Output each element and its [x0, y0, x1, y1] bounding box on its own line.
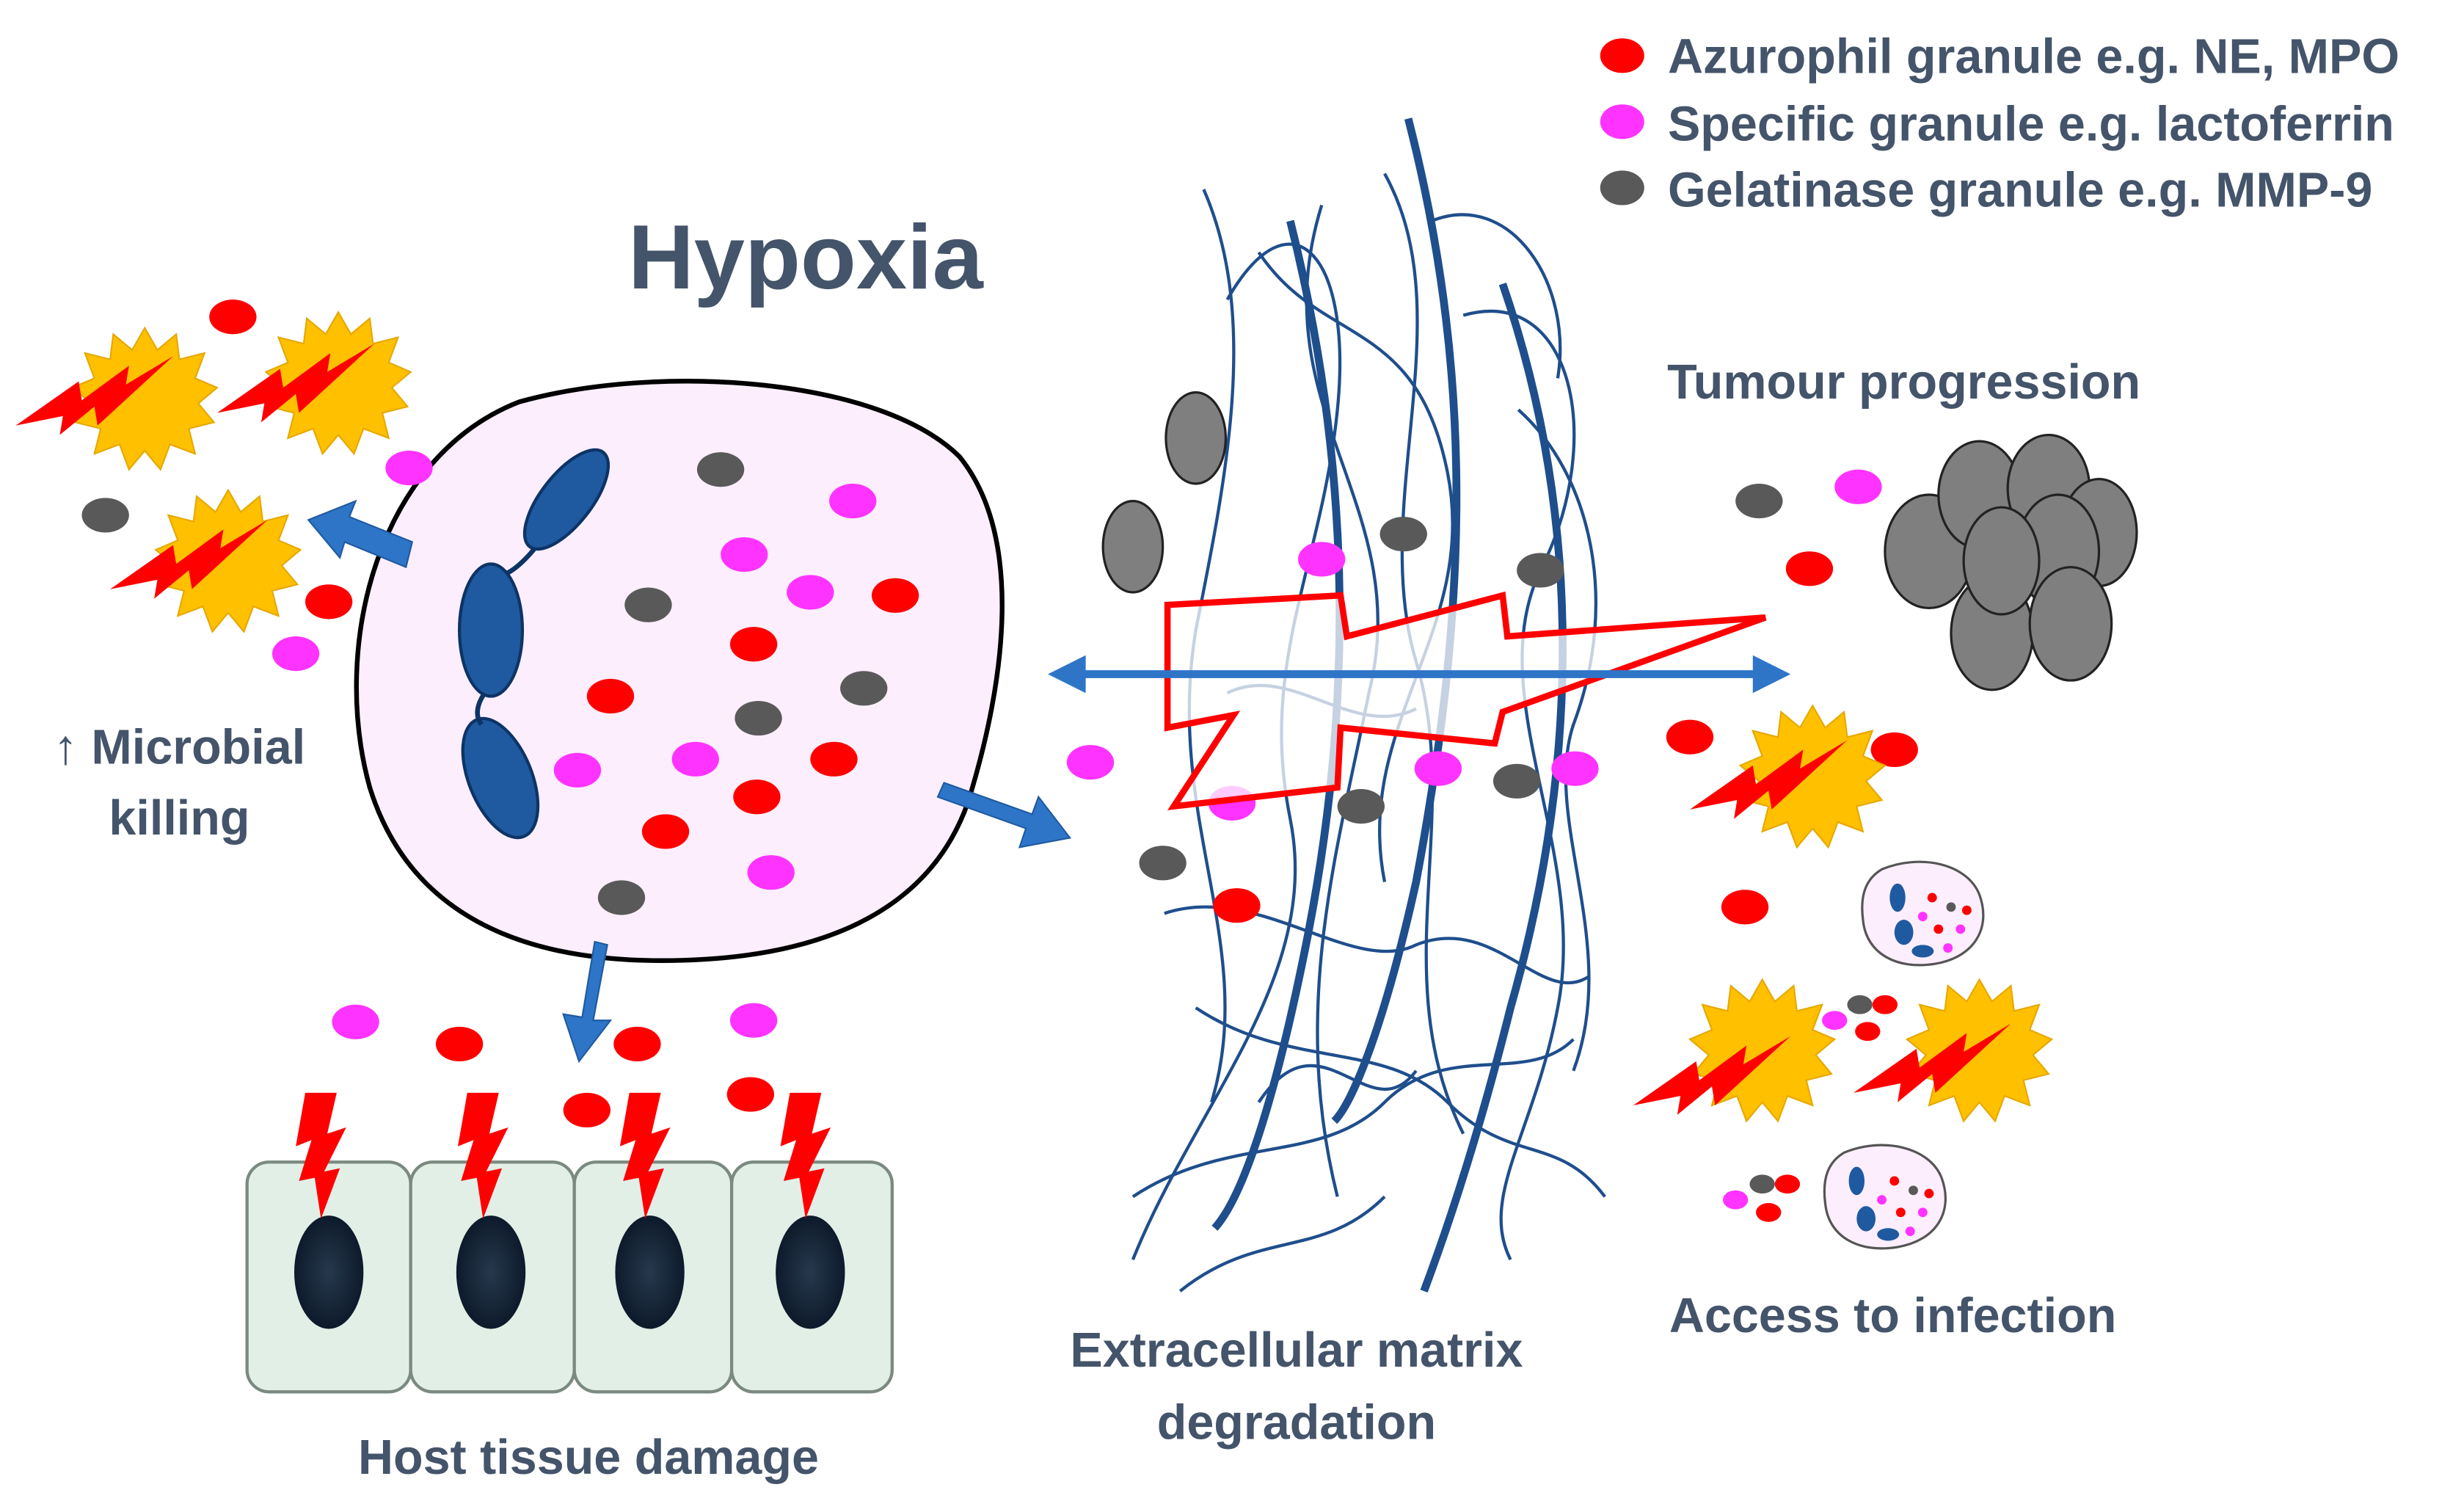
small-neutrophil-cell — [1823, 1144, 1947, 1250]
arrow-to-microbes — [307, 499, 414, 569]
arrow-to-host-tissue — [562, 940, 613, 1064]
neutrophil-cell — [354, 379, 1005, 963]
bacteria-top-left — [15, 299, 433, 672]
microbial-killing-label: ↑ Microbial — [54, 721, 305, 775]
bacterium-icon — [1739, 705, 1886, 848]
ecm-degradation-label: Extracellular matrix — [1070, 1323, 1523, 1378]
bacterium-icon — [155, 489, 302, 633]
legend-azurophil-label: Azurophil granule e.g. NE, MPO — [1668, 29, 2399, 84]
microbial-killing-label-2: killing — [109, 791, 249, 846]
legend-specific-dot — [1600, 104, 1644, 139]
tumour-progression-granules — [1735, 469, 1882, 586]
bacterium-icon — [1688, 978, 1836, 1122]
ecm-degradation-label-2: degradation — [1157, 1396, 1436, 1450]
legend-gelatinase-label: Gelatinase granule e.g. MMP-9 — [1668, 164, 2372, 218]
arrow-to-ecm — [936, 782, 1072, 848]
host-tissue-granules — [332, 1003, 778, 1128]
tumour-cell-cluster — [1884, 433, 2138, 691]
ecm-lightning-bolt-icon — [1164, 591, 1767, 810]
multilobed-nucleus — [457, 448, 610, 840]
tumour-progression-label: Tumour progression — [1667, 355, 2140, 410]
neutrophil-granules — [553, 452, 919, 915]
legend-specific-label: Specific granule e.g. lactoferrin — [1668, 98, 2394, 152]
diagram-title: Hypoxia — [628, 206, 984, 308]
legend-azurophil-dot — [1600, 38, 1644, 73]
host-tissue-damage-label: Host tissue damage — [358, 1431, 819, 1485]
bacterium-icon — [265, 311, 412, 455]
access-to-infection-label: Access to infection — [1669, 1289, 2116, 1343]
small-neutrophil-cell — [1861, 860, 1985, 967]
legend-gelatinase-dot — [1600, 170, 1644, 206]
epithelial-cell — [729, 1160, 894, 1394]
epithelial-cell — [409, 1160, 576, 1394]
double-headed-arrow — [1048, 655, 1791, 694]
output-arrows — [307, 499, 1072, 1064]
infection-area — [1633, 705, 2053, 1250]
epithelium — [245, 1092, 894, 1394]
legend: Azurophil granule e.g. NE, MPO Specific … — [1600, 29, 2399, 218]
